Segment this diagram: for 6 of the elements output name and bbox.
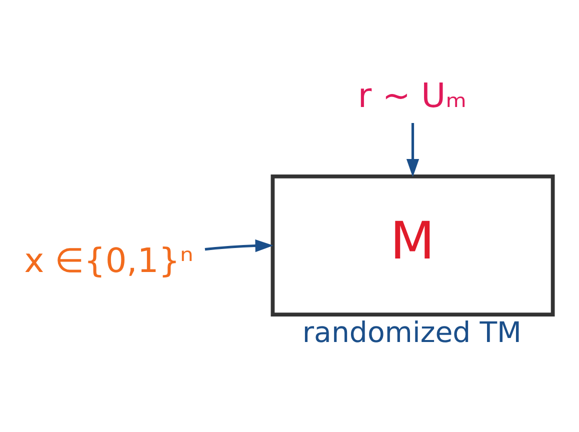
node-text: x ∈{0,1}ⁿ xyxy=(24,240,194,280)
arrow xyxy=(204,238,274,252)
node-box: M xyxy=(270,174,555,316)
arrow xyxy=(406,122,420,177)
node-text: r ~ Uₘ xyxy=(358,76,467,115)
node-label: randomized TM xyxy=(302,315,522,348)
